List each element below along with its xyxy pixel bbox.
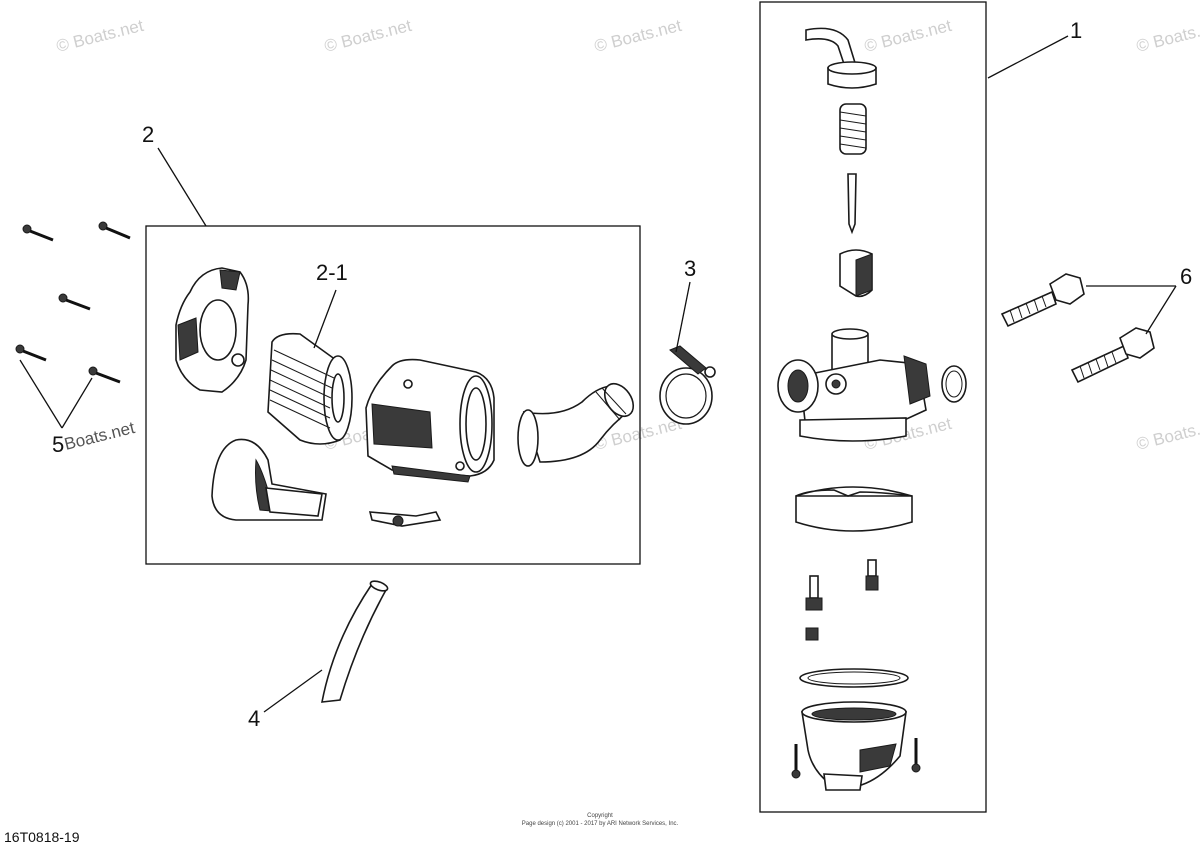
main-jet-part [805,575,823,641]
carburetor-body-part [777,328,967,442]
callout-3: 3 [684,256,696,281]
screw-icon [88,366,121,384]
watermark: © Boats.net [862,16,953,56]
float-bowl-gasket-part [799,668,909,688]
callout-5: 5 [52,432,64,457]
callout-4: 4 [248,706,260,731]
watermark: © Boats.net [1134,16,1200,56]
screw-set-part [15,221,131,384]
float-part [795,486,913,532]
bolt-part [1070,327,1155,384]
callout-2-1: 2-1 [316,260,348,285]
hose-clamp-part [659,345,716,425]
air-cleaner-assembly-frame [145,225,641,565]
diagram-code: 16T0818-19 [4,829,80,845]
screw-icon [22,224,54,242]
callout-1: 1 [1070,18,1082,43]
screw-icon [791,744,801,779]
tube-part [321,580,389,703]
callout-6: 6 [1180,264,1192,289]
carburetor-assembly-frame [759,1,987,813]
intake-elbow-part [517,382,635,467]
screw-icon [911,738,921,773]
throttle-valve-part [839,249,873,298]
watermark: © Boats.net [1134,414,1200,454]
copyright-title: Copyright [587,813,613,819]
air-cleaner-case-part [365,358,495,483]
copyright-line: Page design (c) 2001 - 2017 by ARI Netwo… [522,821,679,827]
watermark: © Boats.net [54,16,145,56]
air-cleaner-cover-part [175,267,250,393]
screw-icon [98,221,131,240]
small-bracket-part [368,511,442,527]
float-bowl-part [801,701,907,791]
watermark: © Boats.net [592,16,683,56]
screw-icon [58,293,91,311]
watermark: Boats.net [62,418,137,454]
watermark: © Boats.net [322,16,413,56]
leader-lines [19,35,1177,713]
callout-2: 2 [142,122,154,147]
pilot-jet-part [865,559,879,591]
bolt-part [1000,273,1085,328]
vent-cap-part [805,27,877,89]
jet-needle-part [847,173,857,235]
air-filter-element-part [267,332,353,445]
throttle-spring-part [839,103,867,155]
air-duct-part [211,438,327,521]
screw-icon [15,344,47,362]
